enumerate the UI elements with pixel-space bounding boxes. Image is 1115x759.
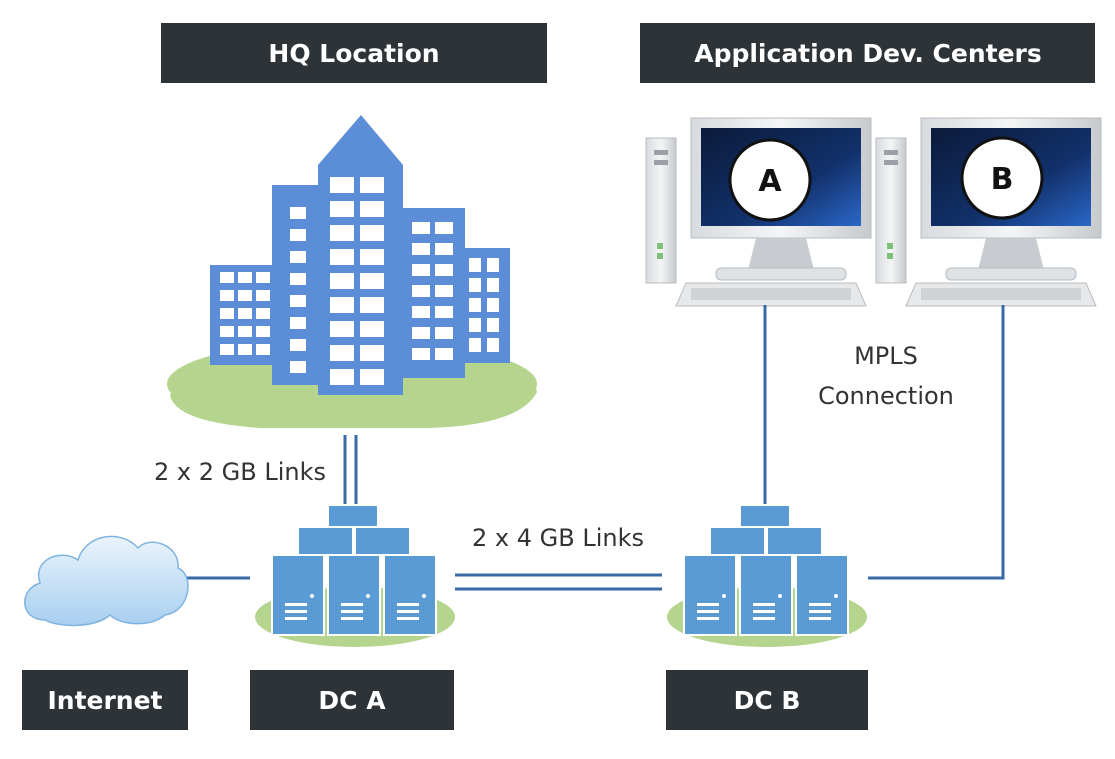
workstation-a-badge: A: [758, 164, 782, 199]
building-window: [435, 222, 453, 234]
workstation-b-badge: B: [991, 162, 1014, 197]
building-window: [290, 295, 306, 307]
building-window: [435, 243, 453, 255]
dc-a-servers-icon: [255, 504, 455, 647]
hq-location-label-box: HQ Location: [161, 23, 547, 83]
building-window: [487, 318, 499, 332]
building-window: [256, 344, 270, 355]
dc-b-servers-icon: [667, 504, 867, 647]
dca-dcb-link-label: 2 x 4 GB Links: [472, 524, 644, 552]
workstation-a-icon: A: [645, 117, 872, 307]
building-window: [238, 290, 252, 301]
building-window: [360, 225, 384, 241]
building-window: [290, 207, 306, 219]
building-window: [220, 272, 234, 283]
building-window: [487, 258, 499, 272]
dc-b-label-box: DC B: [666, 670, 868, 730]
hq-dca-link-label: 2 x 2 GB Links: [154, 458, 326, 486]
mpls-link-b: [868, 305, 1005, 580]
building-window: [290, 361, 306, 373]
building-window: [360, 249, 384, 265]
building-window: [412, 264, 430, 276]
building-window: [487, 338, 499, 352]
internet-label-box: Internet: [22, 670, 188, 730]
building-window: [330, 225, 354, 241]
building-window: [256, 272, 270, 283]
building-window: [238, 308, 252, 319]
building-window: [290, 273, 306, 285]
building-window: [412, 222, 430, 234]
mpls-label-line1: MPLS: [854, 342, 918, 370]
building-window: [330, 177, 354, 193]
building-window: [412, 348, 430, 360]
building-window: [469, 338, 481, 352]
building-window: [360, 345, 384, 361]
building-window: [290, 251, 306, 263]
app-dev-centers-label-box: Application Dev. Centers: [640, 23, 1095, 83]
workstation-b-icon: B: [875, 117, 1102, 307]
building-window: [238, 344, 252, 355]
dc-a-label: DC A: [318, 686, 386, 715]
building-window: [256, 308, 270, 319]
connection-lines: [185, 305, 1005, 591]
building-window: [487, 298, 499, 312]
building-window: [435, 264, 453, 276]
building-window: [330, 297, 354, 313]
building-window: [256, 326, 270, 337]
building-window: [238, 272, 252, 283]
building-window: [360, 297, 384, 313]
app-dev-centers-label: Application Dev. Centers: [694, 39, 1042, 68]
building-window: [469, 258, 481, 272]
building-window: [290, 317, 306, 329]
building-window: [330, 345, 354, 361]
building-window: [360, 273, 384, 289]
hq-location-label: HQ Location: [268, 39, 439, 68]
dc-a-label-box: DC A: [250, 670, 454, 730]
building-window: [487, 278, 499, 292]
building-window: [412, 243, 430, 255]
hq-building-icon: [167, 115, 537, 428]
building-window: [412, 285, 430, 297]
mpls-label-line2: Connection: [818, 382, 954, 410]
building-window: [435, 327, 453, 339]
building-window: [220, 344, 234, 355]
building-window: [360, 321, 384, 337]
building-window: [360, 369, 384, 385]
building-window: [290, 229, 306, 241]
building-window: [256, 290, 270, 301]
dc-b-label: DC B: [734, 686, 801, 715]
building-window: [330, 201, 354, 217]
building-window: [412, 306, 430, 318]
building-window: [220, 326, 234, 337]
building-window: [330, 321, 354, 337]
internet-cloud-icon: [24, 535, 189, 627]
building-window: [435, 306, 453, 318]
internet-label: Internet: [47, 686, 162, 715]
building-window: [360, 177, 384, 193]
building-window: [220, 290, 234, 301]
building-window: [330, 369, 354, 385]
building-window: [220, 308, 234, 319]
building-window: [435, 348, 453, 360]
building-window: [469, 278, 481, 292]
building-window: [238, 326, 252, 337]
building-window: [412, 327, 430, 339]
building-window: [469, 298, 481, 312]
building-window: [330, 249, 354, 265]
building-window: [330, 273, 354, 289]
building-window: [290, 339, 306, 351]
building-window: [469, 318, 481, 332]
building-window: [435, 285, 453, 297]
building-window: [360, 201, 384, 217]
